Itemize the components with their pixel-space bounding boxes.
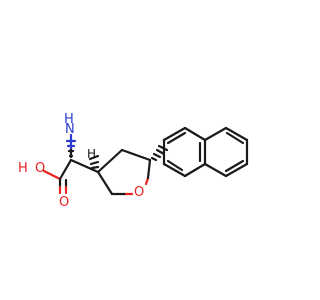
- bond-naph-2: [183, 126, 207, 142]
- atom-label-ring-o: O: [134, 185, 144, 200]
- atom-label-hydroxyl-h: H: [18, 161, 28, 176]
- molecule-structure: H N O H O H O: [18, 112, 249, 210]
- bond-ring-o-c5-carbon: [146, 158, 152, 180]
- bond-alpha-ring: [69, 158, 100, 174]
- bond-naph-double-1: [166, 131, 187, 145]
- bond-naph-5: [162, 162, 187, 178]
- bond-naph-8: [224, 126, 249, 142]
- bond-alpha-carboxyl: [58, 158, 73, 181]
- atom-label-amine-h: H: [64, 112, 74, 127]
- atom-label-amine-n: N: [65, 122, 75, 137]
- bond-naph-7: [203, 126, 228, 142]
- bond-layer: [42, 126, 249, 196]
- bond-naph-10: [224, 162, 249, 178]
- bond-c-oh: [42, 169, 62, 181]
- bond-naph-double-3: [166, 159, 184, 172]
- bond-ring-c3-c4: [96, 148, 124, 174]
- bond-ring-c3-c2: [96, 170, 114, 196]
- atom-label-layer: H N O H O H O: [18, 112, 144, 210]
- hashed-wedge-alpha-n: [65, 139, 77, 158]
- hashed-wedge-ring-h: [88, 154, 100, 170]
- bond-naph-11: [203, 162, 228, 178]
- bond-naph-double-5: [224, 159, 245, 173]
- atom-label-stereo-h: H: [87, 147, 96, 161]
- bond-naph-4: [183, 162, 207, 178]
- bond-naph-1: [162, 126, 187, 142]
- bond-ring-c4-c5: [120, 148, 152, 162]
- atom-label-hydroxyl-o: O: [35, 161, 45, 176]
- bond-naph-double-4: [225, 131, 245, 145]
- atom-label-carbonyl-o: O: [59, 195, 69, 210]
